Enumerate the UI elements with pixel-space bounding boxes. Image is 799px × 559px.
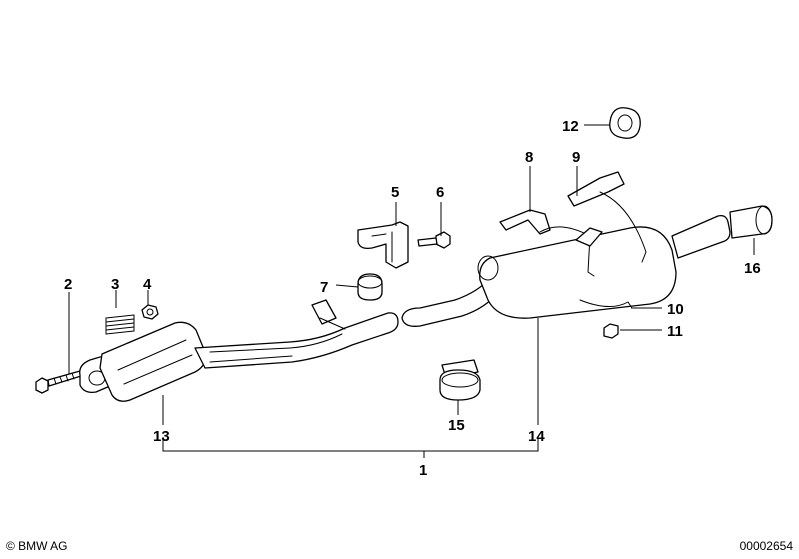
bolt [35,370,82,394]
callout-11: 11 [667,323,683,340]
callout-2: 2 [64,276,72,293]
callout-1: 1 [419,462,427,479]
callout-labels: 1 2 3 4 5 6 7 8 9 10 11 12 13 14 15 16 [64,118,761,479]
copyright-notice: © BMW AG [6,539,68,553]
callout-10: 10 [667,301,684,318]
pipe-clamp [439,359,481,401]
spring [105,314,135,335]
callout-13: 13 [153,428,170,445]
nut [141,304,159,320]
callout-5: 5 [391,184,399,201]
callout-9: 9 [572,149,580,166]
tailpipe [729,205,773,239]
callout-7: 7 [320,279,328,296]
callout-15: 15 [448,417,465,434]
callout-16: 16 [744,260,761,277]
hanger-straps [499,171,647,309]
rubber-mount [357,273,383,301]
bracket-bolt [417,231,451,249]
leader-lines [68,124,755,458]
callout-6: 6 [436,184,444,201]
callout-4: 4 [143,276,152,293]
rear-silencer [401,214,731,327]
document-number: 00002654 [739,539,793,553]
mounting-bracket [357,221,409,269]
callout-14: 14 [528,428,545,445]
callout-3: 3 [111,276,119,293]
callout-12: 12 [562,118,579,135]
callout-8: 8 [525,149,533,166]
gasket [609,107,641,139]
front-pipe-catalytic-converter [79,299,399,402]
hanger-nut [603,323,619,339]
